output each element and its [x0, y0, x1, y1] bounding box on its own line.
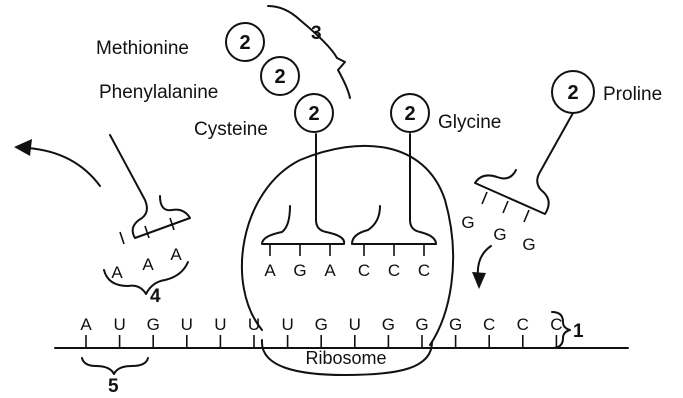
- callout-5: 5: [108, 376, 119, 397]
- ribosome-label: Ribosome: [305, 348, 386, 368]
- amino-acid-chain: 2 Methionine 2 Phenylalanine 2 Cysteine …: [96, 6, 350, 140]
- label-glycine: Glycine: [438, 112, 501, 133]
- trna-leaving-body: [110, 135, 190, 238]
- mrna-base: U: [281, 315, 293, 334]
- anticodon-pro-2: G: [493, 225, 506, 244]
- anticodon-cys-2: G: [293, 261, 306, 280]
- mrna-base: U: [214, 315, 226, 334]
- glycine-number: 2: [404, 103, 415, 125]
- callout-1: 1: [573, 321, 584, 342]
- label-phenylalanine: Phenylalanine: [99, 82, 218, 103]
- label-methionine: Methionine: [96, 38, 189, 59]
- mrna-base: C: [483, 315, 495, 334]
- anticodon-cys-3: A: [324, 261, 336, 280]
- anticodon-leaving-2: A: [142, 255, 154, 274]
- anticodon-leaving-3: A: [170, 245, 182, 264]
- methionine-number: 2: [239, 32, 250, 54]
- trna-cysteine: A G A: [262, 134, 344, 280]
- anticodon-gly-3: C: [418, 261, 430, 280]
- leaving-arrow-shaft: [28, 148, 100, 186]
- callout-4: 4: [150, 286, 161, 307]
- anticodon-gly-1: C: [358, 261, 370, 280]
- mrna-base: G: [415, 315, 428, 334]
- anticodon-pro-1: G: [461, 213, 474, 232]
- trna-leaving: A A A: [110, 135, 190, 282]
- anticodon-pro-3: G: [522, 235, 535, 254]
- mrna-base: G: [315, 315, 328, 334]
- cysteine-number: 2: [308, 103, 319, 125]
- mrna-base: C: [550, 315, 562, 334]
- mrna-ticks: [86, 335, 556, 348]
- incoming-arrow-head: [472, 272, 486, 289]
- label-proline: Proline: [603, 84, 662, 105]
- trna-glycine: C C C: [352, 134, 436, 280]
- brace-5: [82, 358, 148, 374]
- mrna-base: U: [248, 315, 260, 334]
- mrna-base: G: [382, 315, 395, 334]
- mrna-base: U: [349, 315, 361, 334]
- mrna-base: A: [80, 315, 92, 334]
- anticodon-leaving-1: A: [111, 263, 123, 282]
- mrna-base: G: [147, 315, 160, 334]
- mrna-base: U: [181, 315, 193, 334]
- leaving-arrow-head: [14, 139, 32, 156]
- phenylalanine-number: 2: [274, 66, 285, 88]
- anticodon-gly-2: C: [388, 261, 400, 280]
- proline-number: 2: [567, 82, 578, 104]
- mrna-base: C: [517, 315, 529, 334]
- label-cysteine: Cysteine: [194, 119, 268, 140]
- anticodon-cys-1: A: [264, 261, 276, 280]
- trna-proline: G G G: [461, 113, 573, 254]
- mrna-base: U: [113, 315, 125, 334]
- callout-3: 3: [311, 23, 322, 44]
- mrna-base: G: [449, 315, 462, 334]
